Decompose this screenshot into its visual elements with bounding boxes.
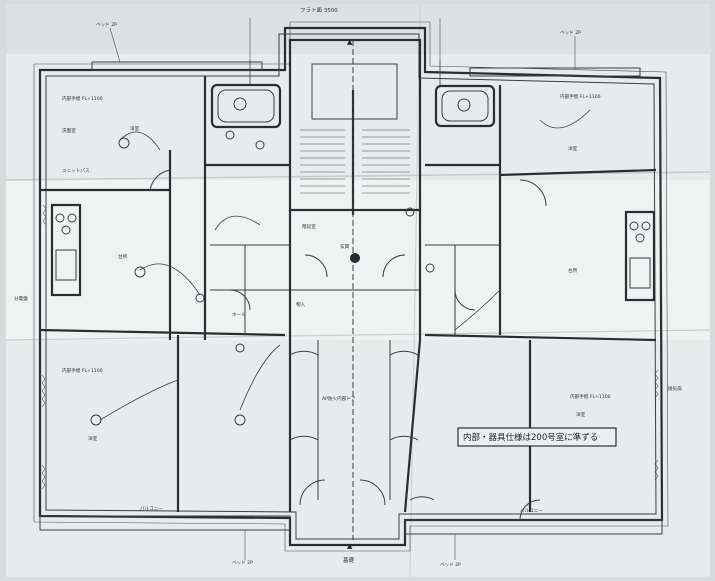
fold-crease-2 [5, 329, 711, 341]
room-label-ll-b: 洋室 [88, 435, 98, 442]
label-vent-fan: 換気扇 [668, 385, 682, 392]
kitchen-left [50, 203, 82, 297]
room-label-ll-a: 内部手摺 FL+1100 [62, 367, 103, 374]
ceiling-lights [90, 130, 435, 426]
wall-vents [41, 204, 659, 490]
central-pillar-marker [350, 253, 360, 263]
callout-tr: ベッド 2P [560, 30, 581, 36]
room-label-fire-door: AP防火内部ドア [322, 395, 356, 402]
bottom-foundation-label: 基礎 [343, 556, 355, 564]
fold-crease-1 [5, 171, 711, 181]
building-inner-outline [45, 33, 657, 540]
dimension-outline [33, 21, 669, 552]
stair-core [288, 38, 422, 212]
room-label-balcony-left: バルコニー [140, 506, 163, 512]
bathtub-left [210, 83, 282, 129]
bathtub-left-inner [217, 89, 275, 123]
balcony-top-right [469, 67, 641, 77]
room-label-tl-b: 洗面室 [62, 127, 76, 134]
room-label-tl-c: 洋室 [130, 125, 140, 132]
room-label-stairhall: 階段室 [302, 223, 316, 230]
electrical-wiring [99, 60, 591, 421]
callout-tl: ベッド 2P [96, 22, 117, 28]
room-label-storage: 物入 [296, 301, 306, 308]
bath-drain-left [233, 97, 247, 111]
door-swings [149, 169, 547, 521]
room-label-lr-b: 洋室 [576, 411, 586, 418]
room-label-hall: ホール [232, 312, 246, 318]
room-label-tl-a: 内部手摺 FL+1100 [62, 95, 103, 102]
room-label-entrance: 玄関 [340, 243, 350, 250]
callout-bl: ベッド 2P [232, 560, 253, 566]
corridor-walls [288, 210, 422, 513]
balcony-right [404, 519, 663, 535]
callout-br: ベッド 2P [440, 562, 461, 568]
room-label-lm-a: ユニットバス [62, 168, 90, 174]
spec-note: 内部・器具仕様は200号室に準ずる [463, 432, 598, 443]
kitchen-right [624, 210, 656, 302]
bath-drain-right [457, 98, 471, 112]
bathtub-right-inner [441, 90, 489, 122]
right-unit-walls [424, 85, 657, 512]
bathtub-right [434, 84, 496, 128]
top-dimension-label: フラト面 3500 [300, 7, 338, 14]
stair-landing [311, 63, 398, 120]
room-label-tr-a: 内部手摺 FL+1100 [560, 93, 601, 100]
room-label-lr-a: 内部手摺 FL+1100 [570, 393, 611, 400]
stair-treads [300, 129, 410, 194]
room-label-balcony-right: バルコニー [520, 508, 543, 514]
room-label-tr-b: 洋室 [568, 145, 578, 152]
callout-leaders [109, 18, 576, 560]
room-label-rm: 台所 [568, 267, 578, 274]
left-unit-walls [39, 76, 290, 512]
balcony-top-left [91, 61, 263, 71]
stair-arrow-top: ▲ [347, 38, 353, 46]
stair-arrow-bottom: ▲ [347, 542, 353, 550]
label-distribution-board: 分電盤 [14, 295, 28, 302]
room-label-lm-b: 台所 [118, 253, 128, 260]
balcony-left [39, 515, 291, 531]
spec-note-box [457, 427, 617, 447]
